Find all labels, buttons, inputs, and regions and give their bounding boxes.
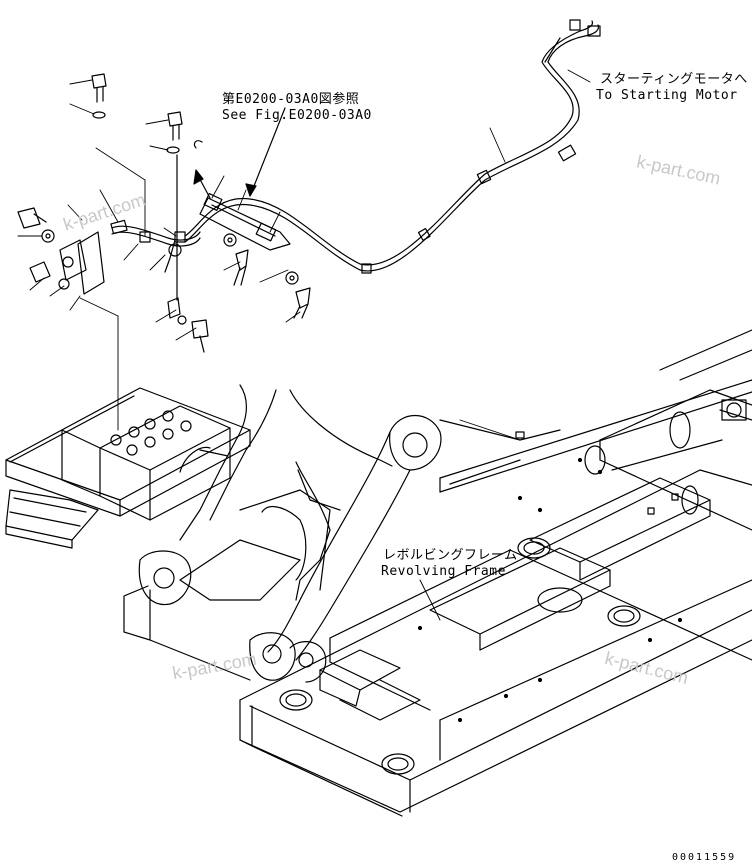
battery-box xyxy=(5,387,251,549)
terminal-icon xyxy=(587,25,601,37)
starter-label-jp: スターティングモータへ xyxy=(600,72,748,87)
fig-ref-label-jp: 第E0200-03A0図参照 xyxy=(222,92,360,107)
leader-lines xyxy=(17,69,591,621)
starter-label-en: To Starting Motor xyxy=(596,88,738,103)
washer-icon xyxy=(58,278,70,290)
washer-icon xyxy=(177,315,187,325)
washer-icon xyxy=(223,233,237,247)
fig-ref-label-en: See Fig.E0200-03A0 xyxy=(222,108,372,123)
step-plate xyxy=(5,489,99,541)
clamp-group xyxy=(199,193,311,319)
top-fasteners xyxy=(91,73,209,353)
relay-harness xyxy=(17,207,201,295)
terminal-icon xyxy=(569,19,581,31)
bolt-icon xyxy=(17,207,41,229)
washer-icon xyxy=(166,146,180,154)
bolt-icon xyxy=(191,319,209,339)
frame-label-jp: レボルビングフレーム xyxy=(383,548,518,563)
clip-icon xyxy=(193,140,203,149)
relay-bracket xyxy=(77,231,105,295)
washer-icon xyxy=(285,271,299,285)
arrows xyxy=(193,107,286,199)
revolving-frame xyxy=(123,329,752,817)
bolt-icon xyxy=(91,73,107,89)
frame-label-en: Revolving Frame xyxy=(381,564,506,579)
bolt-icon xyxy=(167,111,183,127)
battery-relay xyxy=(59,239,87,281)
starter-cable xyxy=(184,19,601,274)
washer-icon xyxy=(92,111,106,119)
arrow-icon xyxy=(193,169,204,185)
bolt-icon xyxy=(29,261,51,283)
arrow-icon xyxy=(245,183,257,197)
washer-icon xyxy=(41,229,55,243)
drawing-number: 00011559 xyxy=(672,852,737,863)
